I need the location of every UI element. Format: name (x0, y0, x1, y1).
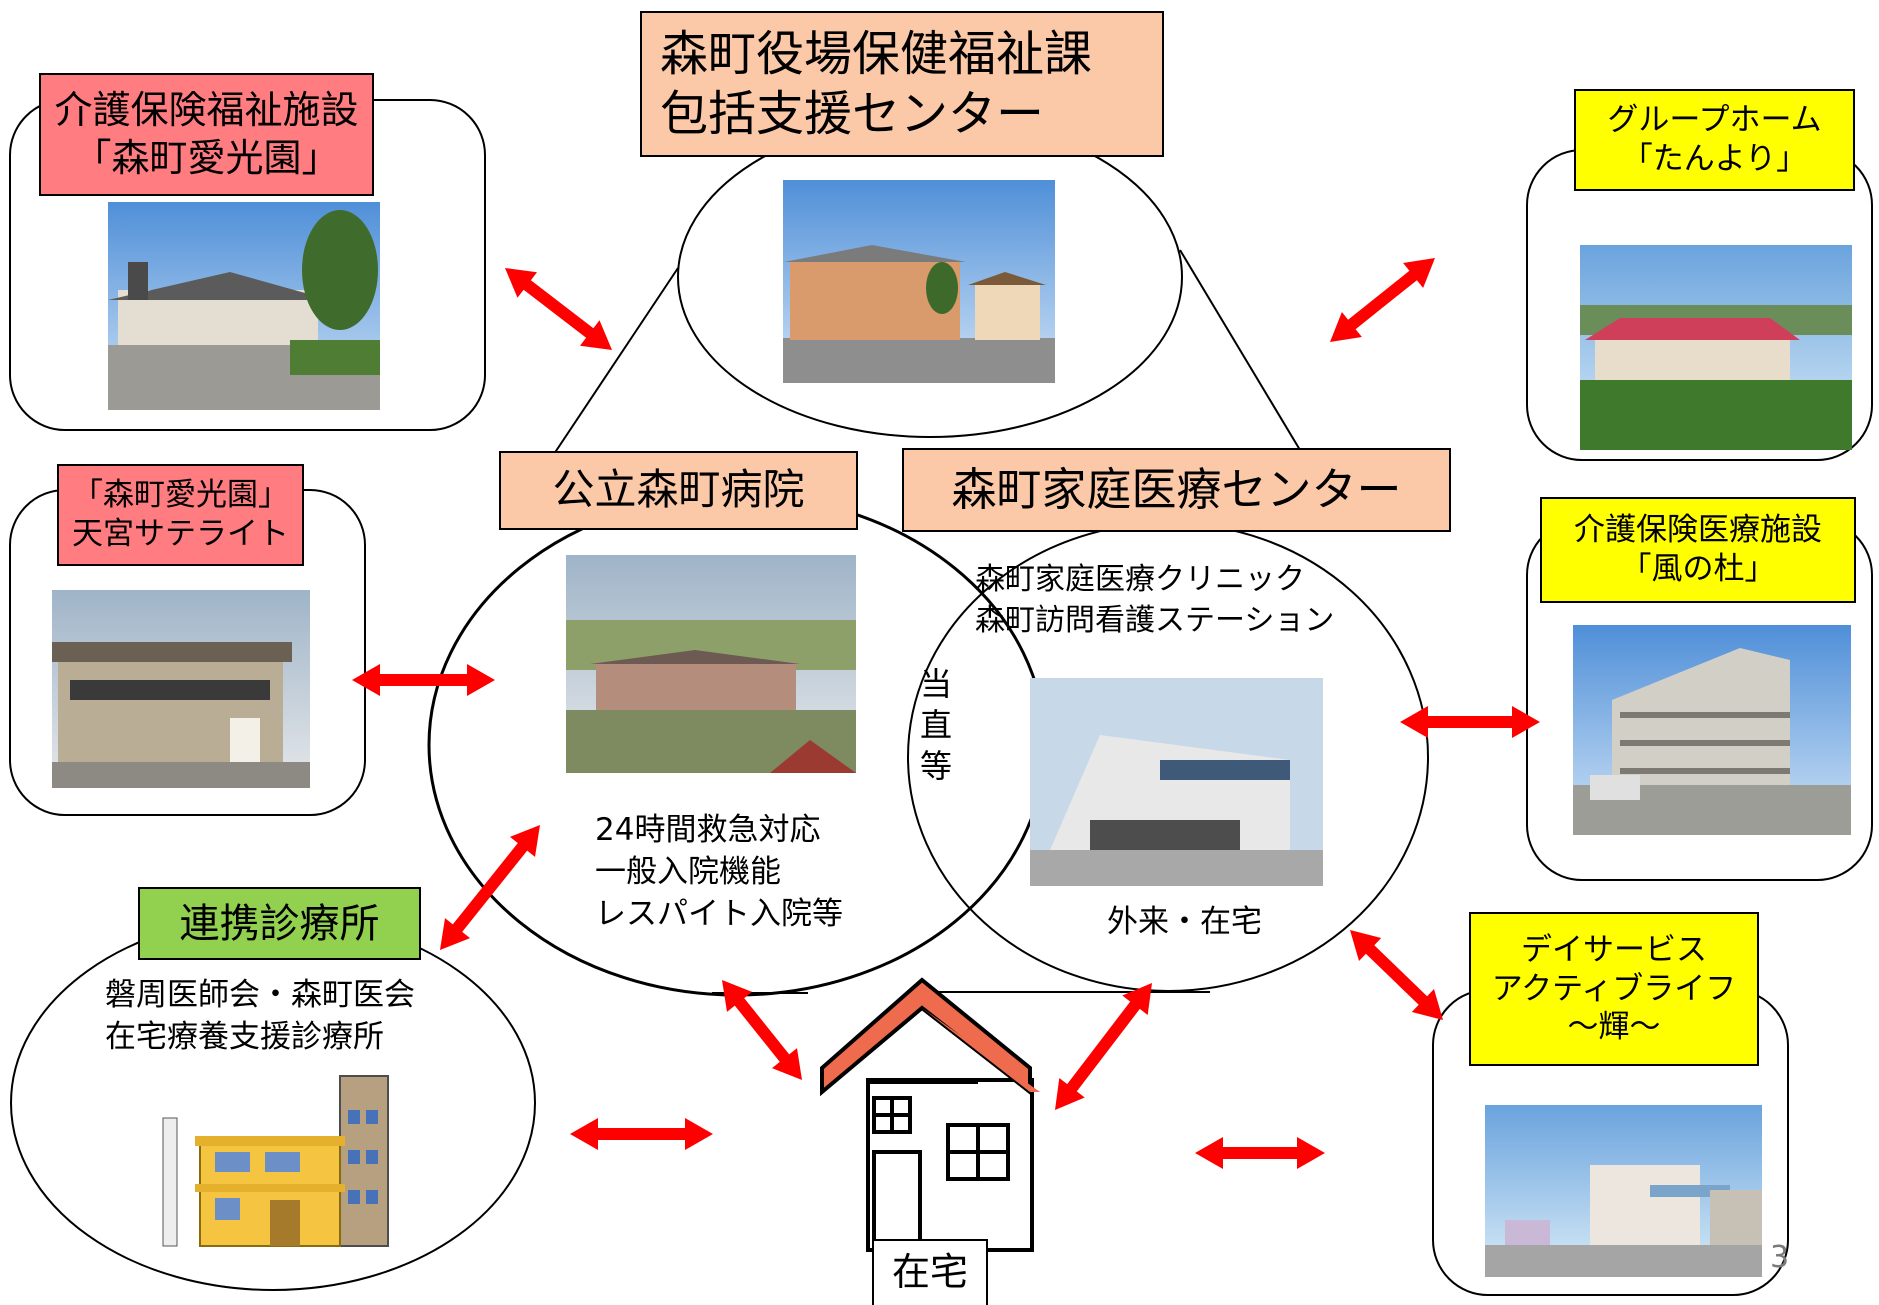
label-group-home: グループホーム 「たんより」 (1574, 89, 1855, 191)
photo-kaze-no-mori (1573, 625, 1851, 835)
hospital-description: 24時間救急対応 一般入院機能 レスパイト入院等 (595, 812, 843, 932)
double-arrow-icon (570, 1118, 713, 1150)
overlap-label: 当 直 等 (920, 665, 953, 785)
photo-town-office (783, 180, 1055, 383)
photo-group-home (1580, 245, 1852, 450)
photo-aikoen (108, 202, 380, 410)
double-arrow-icon (1055, 983, 1152, 1110)
label-partner-clinics: 連携診療所 (138, 887, 421, 960)
house-icon (820, 977, 1040, 1252)
double-arrow-icon (1330, 258, 1435, 342)
double-arrow-icon (352, 664, 495, 696)
double-arrow-icon (1350, 930, 1443, 1020)
label-town-office: 森町役場保健福祉課 包括支援センター (640, 11, 1164, 157)
label-medical-facility: 介護保険医療施設 「風の杜」 (1540, 497, 1856, 603)
label-family-center: 森町家庭医療センター (902, 448, 1451, 532)
label-welfare-facility: 介護保険福祉施設 「森町愛光園」 (39, 73, 374, 196)
label-satellite: 「森町愛光園」 天宮サテライト (57, 464, 304, 566)
label-day-service: デイサービス アクティブライフ ～輝～ (1469, 912, 1759, 1066)
family-center-description: 森町家庭医療クリニック 森町訪問看護ステーション (975, 562, 1335, 638)
double-arrow-icon (440, 825, 540, 950)
double-arrow-icon (352, 258, 1540, 1169)
label-home: 在宅 (872, 1239, 988, 1305)
double-arrow-icon (1400, 706, 1540, 738)
partner-clinics-description: 磐周医師会・森町医会 在宅療養支援診療所 (105, 977, 415, 1055)
page-number: 3 (1770, 1240, 1790, 1275)
double-arrow-icon (722, 980, 802, 1080)
photo-satellite (52, 590, 310, 788)
family-center-sub: 外来・在宅 (1107, 904, 1262, 940)
label-hospital: 公立森町病院 (499, 451, 858, 530)
triangle-lines (549, 249, 1301, 461)
photo-day-service (1485, 1105, 1762, 1277)
photo-family-center (1030, 678, 1323, 886)
double-arrow-icon (1195, 1137, 1325, 1169)
clinic-building-illustration (162, 1075, 389, 1247)
double-arrow-icon (505, 268, 612, 350)
photo-hospital (566, 555, 856, 773)
